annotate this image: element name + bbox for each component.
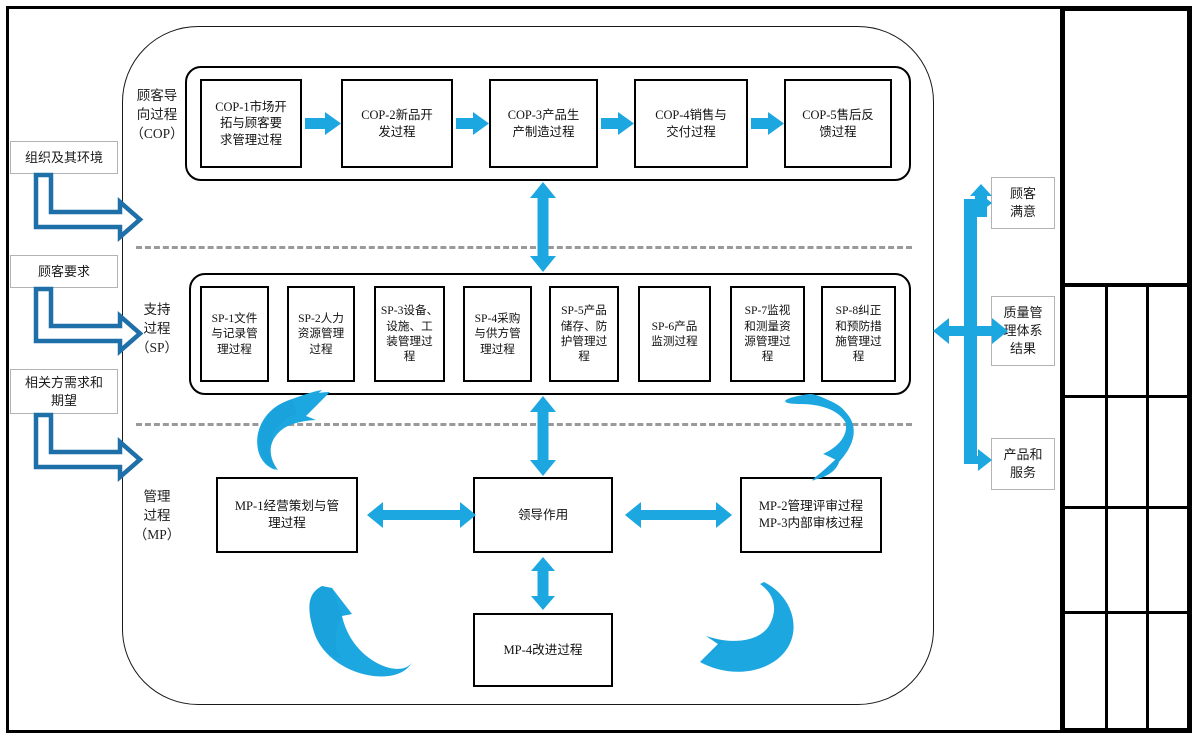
title-block-cell xyxy=(1063,396,1107,508)
process-box-mp-4[interactable]: MP-4改进过程 xyxy=(473,613,613,687)
title-block-cell xyxy=(1063,285,1107,397)
output-box-customer-satisfaction[interactable]: 顾客 满意 xyxy=(991,177,1055,229)
process-box-cop-1[interactable]: COP-1市场开 拓与顾客要 求管理过程 xyxy=(200,79,302,168)
title-block-cell xyxy=(1106,612,1148,730)
title-block-cell xyxy=(1106,507,1148,613)
process-box-mp-1[interactable]: MP-1经营策划与管 理过程 xyxy=(216,477,358,553)
title-block-cell xyxy=(1063,507,1107,613)
process-box-sp-6[interactable]: SP-6产品 监测过程 xyxy=(638,286,711,382)
drawing-frame xyxy=(6,6,1192,733)
title-block-header-cell xyxy=(1063,9,1189,285)
process-box-cop-2[interactable]: COP-2新品开 发过程 xyxy=(341,79,453,168)
input-box-customer-requirements[interactable]: 顾客要求 xyxy=(10,255,118,288)
process-box-sp-2[interactable]: SP-2人力 资源管理 过程 xyxy=(287,286,355,382)
title-block-cell xyxy=(1147,612,1189,730)
process-box-sp-1[interactable]: SP-1文件 与记录管 理过程 xyxy=(200,286,269,382)
title-block-cell xyxy=(1063,612,1107,730)
title-block-cell xyxy=(1147,396,1189,508)
row-label-sp: 支持 过程 （SP） xyxy=(135,302,179,355)
drawing-frame-divider xyxy=(1060,6,1063,733)
band-separator-cop-sp xyxy=(136,246,912,249)
title-block-cell xyxy=(1147,507,1189,613)
process-box-cop-5[interactable]: COP-5售后反 馈过程 xyxy=(784,79,892,168)
process-box-sp-8[interactable]: SP-8纠正 和预防措 施管理过 程 xyxy=(821,286,896,382)
process-box-sp-4[interactable]: SP-4采购 与供方管 理过程 xyxy=(463,286,532,382)
process-box-sp-3[interactable]: SP-3设备、 设施、工 装管理过 程 xyxy=(374,286,445,382)
process-box-cop-4[interactable]: COP-4销售与 交付过程 xyxy=(634,79,748,168)
output-box-products-services[interactable]: 产品和 服务 xyxy=(991,438,1055,490)
row-label-mp: 管理 过程 （MP） xyxy=(133,489,181,542)
output-box-qms-results[interactable]: 质量管 理体系 结果 xyxy=(991,296,1055,366)
process-system-container xyxy=(122,26,934,705)
title-block-cell xyxy=(1147,285,1189,397)
title-block-cell xyxy=(1106,396,1148,508)
process-box-cop-3[interactable]: COP-3产品生 产制造过程 xyxy=(489,79,598,168)
process-box-mp-2-3[interactable]: MP-2管理评审过程 MP-3内部审核过程 xyxy=(740,477,882,553)
input-box-stakeholder-needs[interactable]: 相关方需求和 期望 xyxy=(10,369,118,414)
row-label-cop: 顾客导 向过程 （COP） xyxy=(130,88,184,141)
process-box-sp-7[interactable]: SP-7监视 和测量资 源管理过 程 xyxy=(730,286,805,382)
input-box-organization-context[interactable]: 组织及其环境 xyxy=(10,141,118,174)
title-block-cell xyxy=(1106,285,1148,397)
process-box-sp-5[interactable]: SP-5产品 储存、防 护管理过 程 xyxy=(549,286,619,382)
process-box-leadership[interactable]: 领导作用 xyxy=(473,477,613,553)
title-block xyxy=(1063,9,1189,730)
band-separator-sp-mp xyxy=(136,423,912,426)
